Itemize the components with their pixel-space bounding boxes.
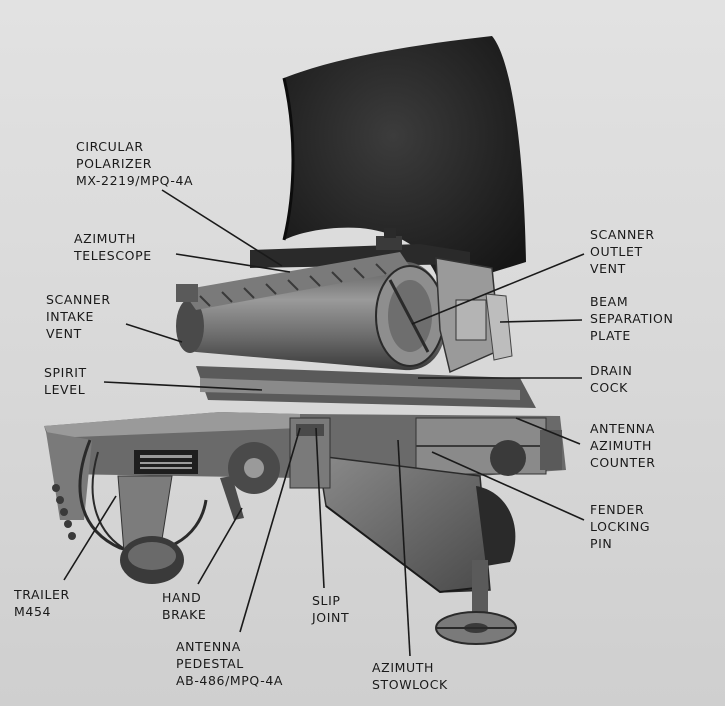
label-azimuth-stowlock: AZIMUTH STOWLOCK [372, 659, 448, 693]
label-trailer: TRAILER M454 [14, 586, 70, 620]
label-line: POLARIZER [76, 156, 153, 171]
label-line: LEVEL [44, 382, 86, 397]
label-line: INTAKE [46, 309, 94, 324]
label-line: AZIMUTH [590, 438, 652, 453]
label-line: PEDESTAL [176, 656, 244, 671]
label-line: LOCKING [590, 519, 651, 534]
label-line: ANTENNA [590, 421, 655, 436]
label-antenna-pedestal: ANTENNA PEDESTAL AB-486/MPQ-4A [176, 638, 283, 689]
label-line: AZIMUTH [74, 231, 136, 246]
label-line: COUNTER [590, 455, 656, 470]
label-hand-brake: HAND BRAKE [162, 589, 206, 623]
label-line: OUTLET [590, 244, 643, 259]
label-line: PIN [590, 536, 613, 551]
label-line: TELESCOPE [74, 248, 152, 263]
label-line: STOWLOCK [372, 677, 448, 692]
label-line: COCK [590, 380, 628, 395]
label-scanner-outlet-vent: SCANNER OUTLET VENT [590, 226, 655, 277]
label-scanner-intake-vent: SCANNER INTAKE VENT [46, 291, 111, 342]
label-line: ANTENNA [176, 639, 241, 654]
label-line: CIRCULAR [76, 139, 144, 154]
label-line: AZIMUTH [372, 660, 434, 675]
label-antenna-azimuth-counter: ANTENNA AZIMUTH COUNTER [590, 420, 656, 471]
label-line: HAND [162, 590, 202, 605]
label-line: SCANNER [590, 227, 655, 242]
label-azimuth-telescope: AZIMUTH TELESCOPE [74, 230, 152, 264]
label-line: SLIP [312, 593, 341, 608]
label-line: SCANNER [46, 292, 111, 307]
label-line: MX-2219/MPQ-4A [76, 173, 194, 188]
label-line: TRAILER [14, 587, 70, 602]
label-spirit-level: SPIRIT LEVEL [44, 364, 87, 398]
label-drain-cock: DRAIN COCK [590, 362, 632, 396]
label-line: VENT [590, 261, 626, 276]
label-line: BRAKE [162, 607, 207, 622]
label-line: DRAIN [590, 363, 633, 378]
label-line: PLATE [590, 328, 631, 343]
label-line: SEPARATION [590, 311, 674, 326]
label-line: BEAM [590, 294, 629, 309]
label-line: SPIRIT [44, 365, 87, 380]
label-line: AB-486/MPQ-4A [176, 673, 284, 688]
label-line: VENT [46, 326, 82, 341]
label-fender-locking-pin: FENDER LOCKING PIN [590, 501, 650, 552]
label-beam-separation-plate: BEAM SEPARATION PLATE [590, 293, 673, 344]
label-slip-joint: SLIP JOINT [312, 592, 349, 626]
label-circular-polarizer: CIRCULAR POLARIZER MX-2219/MPQ-4A [76, 138, 193, 189]
label-line: JOINT [312, 610, 350, 625]
label-line: FENDER [590, 502, 645, 517]
label-line: M454 [14, 604, 52, 619]
